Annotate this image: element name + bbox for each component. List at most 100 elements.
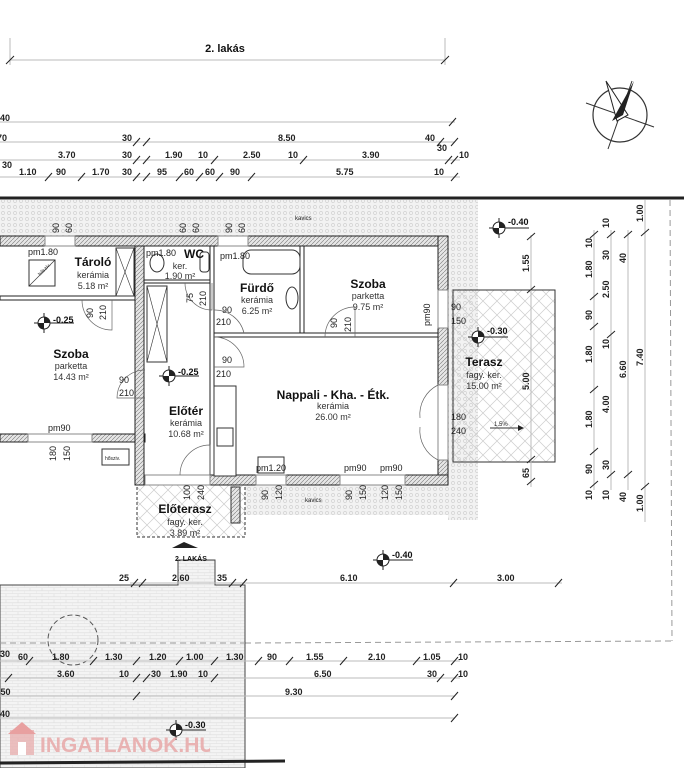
dim-label: 40	[618, 492, 628, 502]
opening-size: 100	[182, 485, 192, 500]
sink-icon	[199, 251, 210, 273]
dim-label: 1.80	[584, 410, 594, 428]
opening-size: 210	[343, 317, 353, 332]
window-label: pm90	[344, 463, 367, 473]
opening-size: 90	[222, 305, 232, 315]
room-name: Tároló	[75, 255, 112, 269]
tree-outline	[47, 614, 99, 666]
dim-label: 10	[601, 218, 611, 228]
opening-size: 90	[222, 355, 232, 365]
dim-label: 30	[122, 167, 132, 177]
dim-label: 3.90	[362, 150, 380, 160]
dim-label: 2.50	[601, 280, 611, 298]
dim-label: 10	[458, 652, 468, 662]
dim-label: 1.10	[19, 167, 37, 177]
plot-boundary-dashed	[669, 199, 673, 642]
elevation-label: -0.30	[487, 326, 508, 336]
heat-pump-label: hősziv.	[105, 456, 120, 462]
window-label: pm90	[48, 423, 71, 433]
dim-label: 6.50	[314, 669, 332, 679]
dim-label: 10	[601, 339, 611, 349]
dim-label: 60	[205, 167, 215, 177]
dim-label: 30	[0, 649, 10, 659]
room-name: Előterasz	[158, 502, 211, 516]
room-name: WC	[184, 247, 204, 261]
gravel-label: kavics	[305, 498, 322, 504]
opening-size: 150	[394, 485, 404, 500]
slope-label: 1.5%	[494, 422, 508, 428]
plot-boundary	[0, 759, 286, 765]
elevation-marker-icon	[34, 313, 74, 333]
dim-label: 90	[584, 464, 594, 474]
sink-icon	[285, 286, 299, 310]
dim-label: 90	[56, 167, 66, 177]
plan-title: 2. lakás	[205, 43, 245, 55]
opening-size: 210	[216, 317, 231, 327]
dim-label: 90	[584, 310, 594, 320]
room-floor: fagy. ker.	[466, 370, 502, 380]
front-terrace-area	[136, 484, 246, 538]
room-area: 1.90 m²	[165, 271, 196, 281]
dim-label: 1.00	[635, 494, 645, 512]
opening-size: 90	[224, 223, 234, 233]
dim-label: 60	[18, 652, 28, 662]
opening-size: 150	[358, 485, 368, 500]
room-area: 5.18 m²	[78, 281, 109, 291]
room-floor: kerámia	[170, 418, 202, 428]
dim-label: 2.10	[368, 652, 386, 662]
opening-size: 150	[451, 316, 466, 326]
elevation-marker-icon	[166, 720, 206, 740]
dim-label: 3.60	[57, 669, 75, 679]
dim-label: 40	[0, 113, 10, 123]
dim-label: 10	[601, 490, 611, 500]
dim-label: 95	[157, 167, 167, 177]
opening-labels: pm1.80 pm1.80 pm1.80 pm90 pm90 pm1.20 pm…	[28, 223, 466, 500]
opening-size: 210	[98, 305, 108, 320]
dim-label: 1.20	[149, 652, 167, 662]
watermark-label: INGATLANOK.HU	[40, 734, 210, 757]
dim-label: 9.30	[285, 687, 303, 697]
dim-label: 3.00	[497, 573, 515, 583]
room-name: Szoba	[350, 277, 386, 291]
watermark-logo	[8, 722, 36, 755]
elevation-label: -0.40	[392, 550, 413, 560]
dim-label: .50	[0, 687, 11, 697]
window-label: pm90	[380, 463, 403, 473]
opening-size: 240	[196, 485, 206, 500]
dim-label: 7.40	[635, 348, 645, 366]
dim-label: 1.30	[226, 652, 244, 662]
room-area: 15.00 m²	[466, 381, 502, 391]
elevation-marker-icon	[489, 218, 529, 238]
dim-label: 6.10	[340, 573, 358, 583]
opening-size: 60	[191, 223, 201, 233]
room-area: 26.00 m²	[315, 412, 351, 422]
top-dimensions: 40 70 30 8.50 40 30 30 3.70 30 1.90 10 2…	[0, 113, 469, 182]
dim-label: 10	[198, 150, 208, 160]
front-terrace-wall	[230, 486, 241, 524]
dim-label: 10	[459, 150, 469, 160]
dim-label: 1.80	[584, 345, 594, 363]
window-label: pm1.20	[256, 463, 286, 473]
elevation-marker-icon	[373, 550, 413, 570]
opening-size: 120	[274, 485, 284, 500]
dim-label: 1.00	[186, 652, 204, 662]
room-name: Szoba	[53, 347, 89, 361]
entrance-arrow-icon	[172, 542, 198, 548]
opening-size: 60	[64, 223, 74, 233]
slope-arrow-icon	[518, 425, 524, 431]
opening-size: 60	[237, 223, 247, 233]
dim-label: 8.50	[278, 133, 296, 143]
dim-label: 90	[230, 167, 240, 177]
dim-label: 60	[184, 167, 194, 177]
dim-label: 35	[217, 573, 227, 583]
elevation-label: -0.25	[178, 367, 199, 377]
opening-size: 180	[48, 446, 58, 461]
opening-size: 210	[119, 388, 134, 398]
opening-size: 75	[185, 293, 195, 303]
opening-size: 180	[451, 412, 466, 422]
opening-size: 90	[119, 375, 129, 385]
